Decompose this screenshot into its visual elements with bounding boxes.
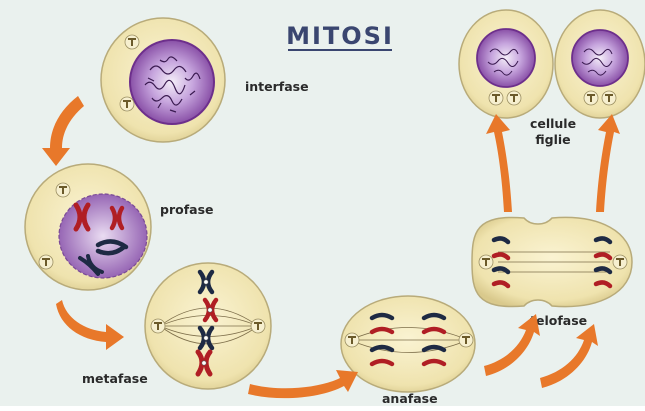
- label-profase: profase: [160, 202, 214, 217]
- centriole-icon: [507, 91, 521, 105]
- cell-interfase: [101, 18, 225, 142]
- centriole-icon: [613, 255, 627, 269]
- title: MITOSI: [286, 22, 394, 50]
- label-interfase: interfase: [245, 79, 309, 94]
- cell-anafase: [341, 296, 475, 392]
- nucleus-profase: [59, 194, 147, 278]
- centriole-icon: [120, 97, 134, 111]
- cell-telofase: [472, 217, 632, 306]
- centriole-icon: [151, 319, 165, 333]
- label-cellule-figlie-line2: figlie: [535, 132, 570, 147]
- label-cellule-figlie-line1: cellule: [530, 116, 576, 131]
- centriole-icon: [489, 91, 503, 105]
- cell-profase: [25, 164, 151, 290]
- cell-metafase: [145, 263, 271, 389]
- daughter-cell-right: [555, 10, 645, 118]
- centriole-icon: [602, 91, 616, 105]
- centriole-icon: [251, 319, 265, 333]
- centriole-icon: [125, 35, 139, 49]
- centriole-icon: [39, 255, 53, 269]
- label-anafase: anafase: [382, 391, 438, 406]
- centriole-icon: [479, 255, 493, 269]
- label-telofase: telofase: [530, 313, 587, 328]
- centriole-icon: [345, 333, 359, 347]
- label-metafase: metafase: [82, 371, 148, 386]
- centriole-icon: [584, 91, 598, 105]
- centriole-icon: [56, 183, 70, 197]
- centriole-icon: [459, 333, 473, 347]
- daughter-cell-left: [459, 10, 553, 118]
